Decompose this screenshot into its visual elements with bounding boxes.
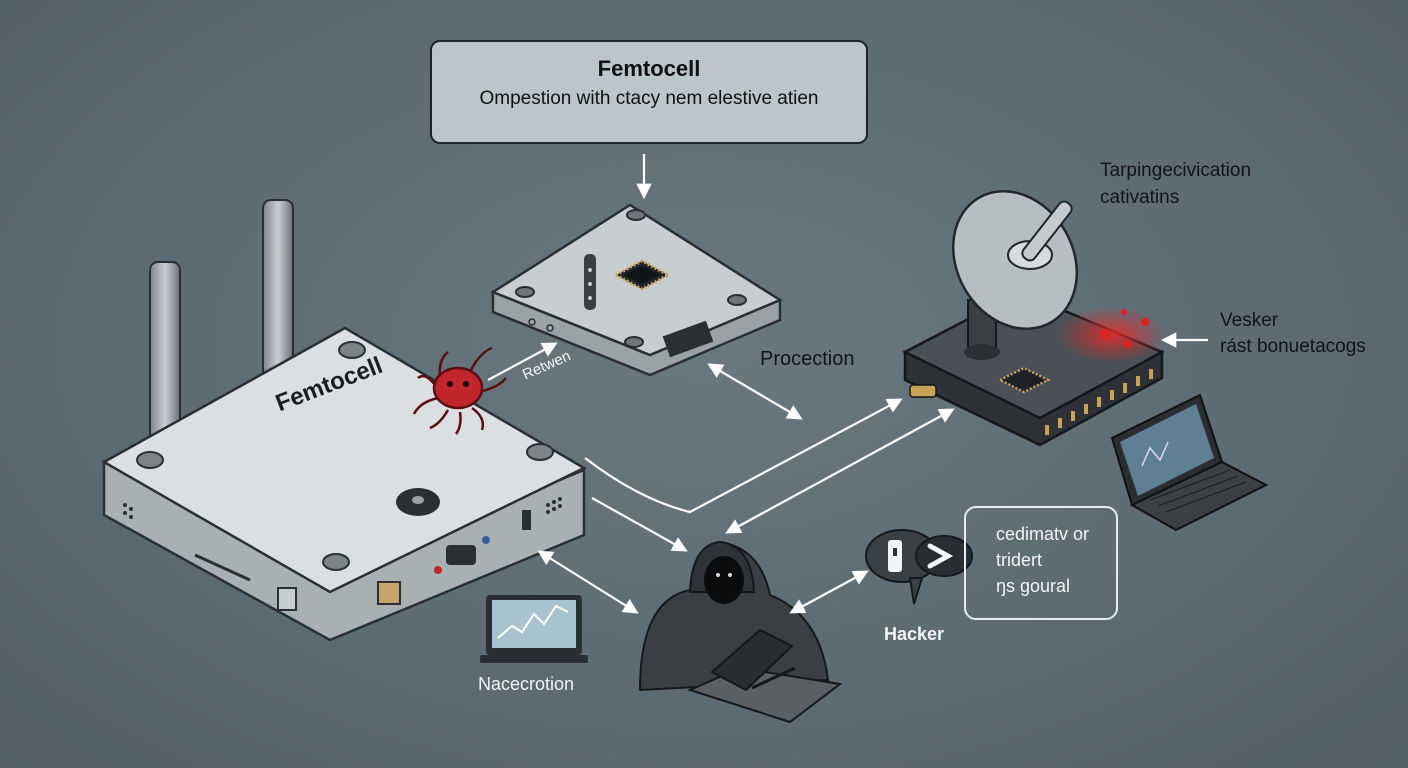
femtocell-router: [101, 326, 587, 642]
label-procection: Procection: [760, 348, 855, 370]
label-top-right-line1: Tarpingecivication: [1100, 160, 1252, 181]
malware-bug-icon: [412, 346, 507, 435]
chat-icon: [865, 529, 973, 605]
header-box: Femtocell Ompestion with ctacy nem elest…: [430, 40, 868, 144]
label-hacker: Hacker: [884, 624, 945, 644]
monitor-chart: [480, 595, 588, 663]
label-nacecrotion: Nacecrotion: [478, 674, 575, 694]
laptop-right: [1110, 393, 1269, 532]
connection-arrows: [487, 154, 1208, 614]
circuit-board: [490, 203, 783, 377]
hacker-figure: [638, 540, 843, 724]
router-antennas: [149, 199, 294, 443]
satellite-dish-device: [902, 189, 1167, 447]
label-top-right-line2: cativatins: [1100, 187, 1180, 208]
header-title: Femtocell: [597, 56, 701, 81]
bubble-line-1: cedimatv or: [996, 524, 1090, 544]
label-vesker-sub: rást bonuetacogs: [1220, 336, 1366, 357]
bubble-line-3: ŋs goural: [996, 576, 1071, 596]
bubble-line-2: tridert: [996, 550, 1043, 570]
header-subtitle: Ompestion with ctacy nem elestive atien: [479, 88, 819, 109]
label-vesker: Vesker: [1220, 310, 1279, 331]
speech-bubble: cedimatv or tridert ŋs goural: [964, 506, 1118, 620]
